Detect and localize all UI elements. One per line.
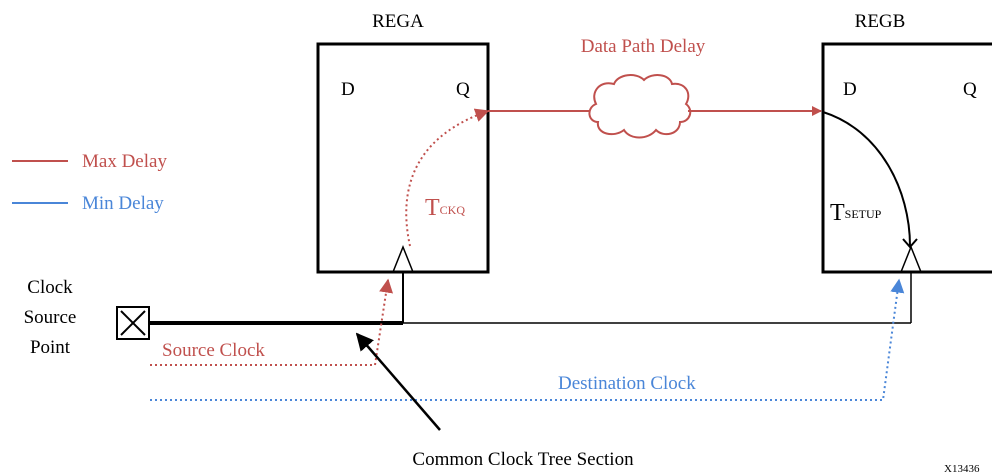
- tsetup-arrowhead: [902, 238, 918, 249]
- clock-source-label-2: Source: [24, 307, 77, 328]
- legend-max-delay-label: Max Delay: [82, 151, 167, 172]
- tsetup-label: TSETUP: [830, 200, 882, 226]
- rega-title: REGA: [372, 11, 424, 32]
- regb-d-pin: D: [843, 79, 857, 100]
- tckq-main: T: [425, 195, 440, 221]
- tckq-sub: CKQ: [440, 203, 466, 217]
- destination-clock-label: Destination Clock: [558, 373, 696, 394]
- regb-box: [821, 42, 992, 274]
- clock-source-cross-b: [120, 310, 146, 336]
- source-clock-path: [150, 278, 394, 366]
- rega-clock-pin: [392, 244, 414, 273]
- clock-source-label-3: Point: [30, 337, 71, 358]
- tsetup-arc: [822, 111, 911, 247]
- legend-min-delay-label: Min Delay: [82, 193, 164, 214]
- figure-id: X13436: [944, 463, 980, 474]
- data-path-delay-label: Data Path Delay: [581, 36, 706, 57]
- clock-source-label-1: Clock: [27, 277, 73, 298]
- tsetup-main: T: [830, 200, 845, 226]
- data-path-cloud: [588, 74, 692, 139]
- tckq-arc: [405, 108, 490, 247]
- common-clock-tree-label: Common Clock Tree Section: [412, 449, 634, 470]
- rega-d-pin: D: [341, 79, 355, 100]
- rega-q-pin: Q: [456, 79, 470, 100]
- tckq-label: TCKQ: [425, 195, 465, 221]
- source-clock-label: Source Clock: [162, 340, 265, 361]
- regb-clock-pin: [900, 244, 922, 273]
- regb-q-pin: Q: [963, 79, 977, 100]
- common-clock-tree-pointer: [355, 332, 441, 431]
- regb-title: REGB: [855, 11, 906, 32]
- tsetup-sub: SETUP: [845, 207, 882, 221]
